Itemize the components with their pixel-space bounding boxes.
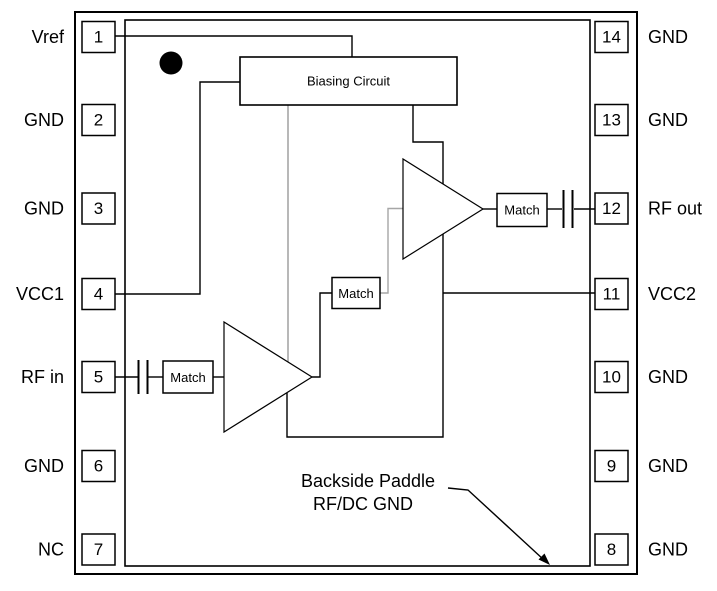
pin-2-label: GND (24, 110, 64, 130)
pin-5-label: RF in (21, 367, 64, 387)
leader-arrowhead-icon (538, 553, 550, 565)
match1-label: Match (170, 370, 205, 385)
pin-5-number: 5 (94, 368, 103, 387)
pin-box-10 (594, 360, 629, 394)
pin-4-label: VCC1 (16, 284, 64, 304)
pin-4-number: 4 (94, 285, 103, 304)
pin-box-1 (81, 20, 116, 54)
pin-13-label: GND (648, 110, 688, 130)
pin-8-label: GND (648, 540, 688, 560)
wire-biasing-to-amp2 (412, 105, 444, 184)
pin-11-number: 11 (603, 285, 621, 304)
match1-box (162, 360, 214, 394)
pin-box-11 (594, 277, 629, 311)
pin-12-number: 12 (602, 199, 621, 218)
pin-10-label: GND (648, 367, 688, 387)
pin-box-13 (594, 103, 629, 137)
right-pin-column: 14 GND 13 GND 12 RF out 11 VCC2 10 GND 9… (594, 20, 702, 566)
leader-line (447, 487, 545, 561)
match2-label: Match (338, 286, 373, 301)
left-pin-column: 1 Vref 2 GND 3 GND 4 VCC1 5 RF in 6 GND … (16, 20, 116, 566)
pin-box-8 (594, 533, 629, 566)
pin-box-6 (81, 449, 116, 483)
pin-box-14 (594, 20, 629, 54)
pin-1-label: Vref (32, 27, 65, 47)
input-coupling-capacitor (137, 360, 149, 394)
pin1-indicator-dot (159, 51, 183, 75)
pin-box-9 (594, 449, 629, 483)
wires (115, 35, 595, 438)
wire-vref-to-biasing (115, 35, 353, 57)
pin-box-4 (81, 277, 116, 311)
amplifier1-triangle (223, 320, 314, 434)
pin-7-number: 7 (94, 540, 103, 559)
pin-2-number: 2 (94, 111, 103, 130)
wire-vcc1-to-biasing (115, 81, 240, 295)
backside-paddle-text-line2: RF/DC GND (313, 494, 413, 514)
wire-match2-to-amp2 (380, 207, 403, 294)
pin-14-number: 14 (602, 28, 621, 47)
wire-amp1-to-match2 (312, 292, 332, 378)
pin-1-number: 1 (94, 28, 103, 47)
match2-box (331, 276, 381, 310)
pin-9-number: 9 (607, 457, 616, 476)
pin-6-label: GND (24, 456, 64, 476)
pin-3-label: GND (24, 199, 64, 219)
backside-paddle-annotation: Backside Paddle RF/DC GND (301, 471, 550, 565)
pin-7-label: NC (38, 540, 64, 560)
pin-box-7 (81, 533, 116, 566)
pin-13-number: 13 (602, 111, 621, 130)
amplifier2-triangle (402, 157, 485, 261)
pin-10-number: 10 (602, 368, 621, 387)
biasing-circuit-box (239, 56, 458, 106)
pin-3-number: 3 (94, 199, 103, 218)
biasing-circuit-label: Biasing Circuit (307, 74, 390, 89)
output-coupling-capacitor (562, 190, 574, 228)
pin-12-label: RF out (648, 199, 702, 219)
wire-collector-loop (286, 234, 444, 438)
pin-9-label: GND (648, 456, 688, 476)
package-outline (74, 11, 638, 575)
backside-paddle-text-line1: Backside Paddle (301, 471, 435, 491)
pin-8-number: 8 (607, 540, 616, 559)
pin-11-label: VCC2 (648, 284, 696, 304)
pin-6-number: 6 (94, 457, 103, 476)
pin-box-2 (81, 103, 116, 137)
pin-box-5 (81, 360, 116, 394)
match3-box (496, 192, 548, 228)
match3-label: Match (504, 203, 539, 218)
pin-box-3 (81, 192, 116, 225)
pin-14-label: GND (648, 27, 688, 47)
